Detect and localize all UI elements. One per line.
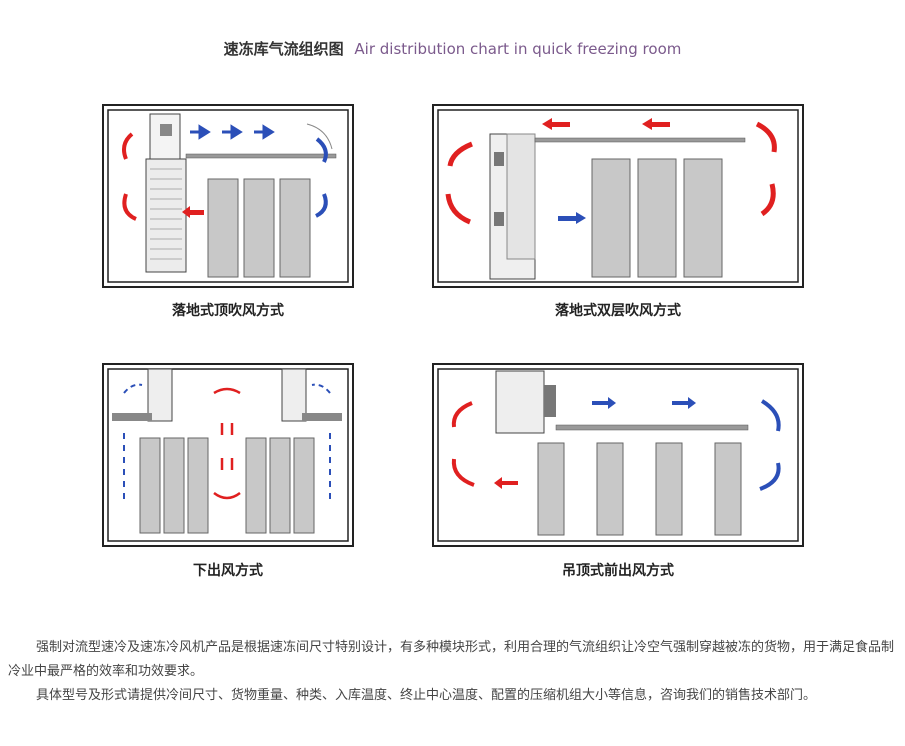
diagram-ceiling-front-outlet xyxy=(432,363,804,547)
description-paragraph: 具体型号及形式请提供冷间尺寸、货物重量、种类、入库温度、终止中心温度、配置的压缩… xyxy=(36,688,817,703)
caption-floor-top-blow: 落地式顶吹风方式 xyxy=(172,303,284,319)
caption-bottom-outlet: 下出风方式 xyxy=(193,563,263,579)
title-en: Air distribution chart in quick freezing… xyxy=(354,40,682,58)
title-cn: 速冻库气流组织图 xyxy=(223,40,344,58)
diagram-floor-double-blow xyxy=(432,104,804,288)
description: 强制对流型速冷及速冻冷风机产品是根据速冻间尺寸特别设计，有多种模块形式，利用合理… xyxy=(8,636,896,708)
diagram-bottom-outlet xyxy=(102,363,354,547)
chart-title: 速冻库气流组织图 Air distribution chart in quick… xyxy=(0,38,905,59)
diagram-floor-top-blow xyxy=(102,104,354,288)
caption-ceiling-front-outlet: 吊顶式前出风方式 xyxy=(562,563,674,579)
caption-floor-double-blow: 落地式双层吹风方式 xyxy=(555,303,681,319)
description-paragraph: 强制对流型速冷及速冻冷风机产品是根据速冻间尺寸特别设计，有多种模块形式，利用合理… xyxy=(8,640,895,679)
